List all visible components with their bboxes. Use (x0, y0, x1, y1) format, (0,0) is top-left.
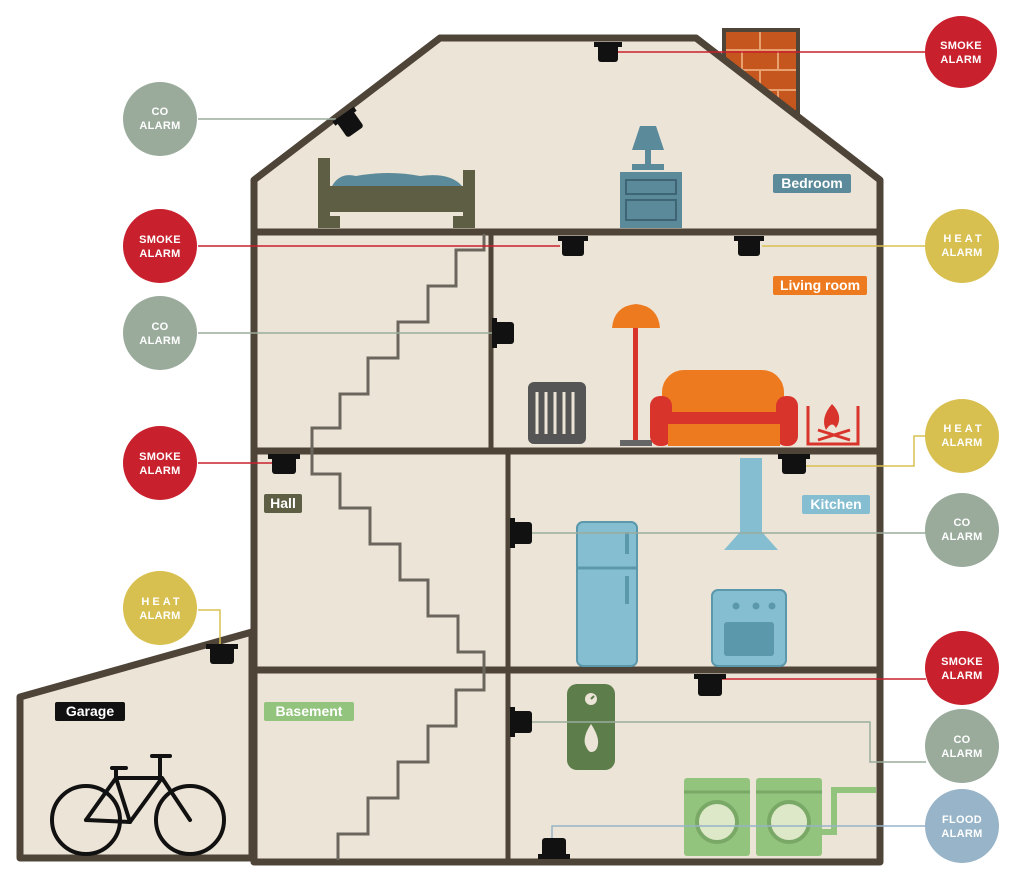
alarm-badge-smoke-left-1-circle (123, 209, 197, 283)
room-label-living-room: Living room (773, 276, 867, 295)
connector-lines (198, 51, 926, 838)
detector-smoke-roof (594, 42, 622, 62)
alarm-badge-smoke-right-4: SMOKE ALARM (925, 631, 999, 705)
alarm-badge-smoke-top-right-line1: SMOKE (940, 40, 982, 52)
room-label-basement-text: Basement (276, 703, 343, 719)
alarm-badge-co-left-2-line2: ALARM (139, 335, 180, 347)
oven (711, 589, 787, 667)
alarm-badge-heat-right-2-line2: ALARM (941, 437, 982, 449)
alarm-badge-co-right-3: CO ALARM (925, 493, 999, 567)
room-label-bedroom-text: Bedroom (781, 175, 842, 191)
range-hood (724, 458, 778, 550)
room-label-living-room-text: Living room (780, 277, 860, 293)
sofa (650, 370, 798, 446)
alarm-badge-smoke-left-3-circle (123, 426, 197, 500)
alarm-badge-co-left-2-line1: CO (151, 321, 168, 333)
alarm-badge-flood-right-6-circle (925, 789, 999, 863)
alarm-badge-heat-right-1: HEAT ALARM (925, 209, 999, 283)
alarm-badge-co-left-2: CO ALARM (123, 296, 197, 370)
alarm-badge-smoke-left-3: SMOKE ALARM (123, 426, 197, 500)
alarm-badge-co-right-5: CO ALARM (925, 709, 999, 783)
alarm-badge-co-right-3-circle (925, 493, 999, 567)
detector-co-living (492, 318, 514, 348)
room-label-bedroom: Bedroom (773, 174, 851, 193)
bed (318, 158, 475, 228)
alarm-badge-smoke-left-3-line2: ALARM (139, 465, 180, 477)
alarm-badge-flood-right-6-line2: ALARM (941, 828, 982, 840)
detector-co-attic (332, 106, 363, 137)
room-label-hall-bg (264, 494, 302, 513)
alarm-badge-heat-right-2: HEAT ALARM (925, 399, 999, 473)
room-label-basement: Basement (264, 702, 354, 721)
alarm-badge-heat-left-4: HEAT ALARM (123, 571, 197, 645)
room-label-garage: Garage (55, 702, 125, 721)
bicycle (50, 754, 226, 856)
room-label-living-room-bg (773, 276, 867, 295)
room-label-hall-text: Hall (270, 495, 296, 511)
alarm-badge-co-right-3-line1: CO (953, 517, 970, 529)
alarm-badge-co-right-3-line2: ALARM (941, 531, 982, 543)
alarm-badge-co-top-left: CO ALARM (123, 82, 197, 156)
garage-structure (16, 628, 256, 862)
alarm-badge-heat-left-4-line2: ALARM (139, 610, 180, 622)
alarm-badge-smoke-left-1: SMOKE ALARM (123, 209, 197, 283)
alarm-badge-co-right-5-line2: ALARM (941, 748, 982, 760)
boiler (567, 684, 615, 770)
alarm-badge-co-top-left-line2: ALARM (139, 120, 180, 132)
room-label-garage-text: Garage (66, 703, 114, 719)
alarm-badge-co-right-5-line1: CO (953, 734, 970, 746)
alarm-badge-co-right-5-circle (925, 709, 999, 783)
bedside-lamp (620, 126, 682, 228)
room-label-kitchen-bg (802, 495, 870, 514)
alarm-badge-heat-right-2-line1: HEAT (943, 423, 984, 435)
room-label-bedroom-bg (773, 174, 851, 193)
detector-co-kitchen (510, 518, 532, 548)
alarm-badge-co-top-left-circle (123, 82, 197, 156)
radiator (528, 382, 586, 444)
detector-heat-living (734, 236, 764, 256)
detector-heat-kitchen (778, 454, 810, 474)
detector-smoke-hall (268, 454, 300, 474)
detector-smoke-living (558, 236, 588, 256)
room-label-kitchen-text: Kitchen (810, 496, 861, 512)
room-label-hall: Hall (264, 494, 302, 513)
detector-co-basement (510, 707, 532, 737)
detector-flood-basement (538, 838, 570, 859)
alarm-badge-flood-right-6: FLOOD ALARM (925, 789, 999, 863)
alarm-badge-co-top-left-line1: CO (151, 106, 168, 118)
alarm-badge-smoke-left-3-line1: SMOKE (139, 451, 181, 463)
fridge (576, 521, 638, 667)
alarm-badge-heat-right-2-circle (925, 399, 999, 473)
alarm-badge-smoke-right-4-line1: SMOKE (941, 656, 983, 668)
room-label-kitchen: Kitchen (802, 495, 870, 514)
alarm-badge-smoke-right-4-circle (925, 631, 999, 705)
alarm-badge-smoke-right-4-line2: ALARM (941, 670, 982, 682)
alarm-badge-flood-right-6-line1: FLOOD (942, 814, 982, 826)
alarm-badge-smoke-top-right-circle (925, 16, 997, 88)
detector-heat-garage (206, 644, 238, 664)
alarm-badge-smoke-top-right-line2: ALARM (940, 54, 981, 66)
alarm-badge-heat-right-1-line1: HEAT (943, 233, 984, 245)
alarm-badge-smoke-left-1-line1: SMOKE (139, 234, 181, 246)
stairs (310, 234, 486, 860)
alarm-badge-smoke-top-right: SMOKE ALARM (925, 16, 997, 88)
alarm-badge-heat-right-1-circle (925, 209, 999, 283)
room-label-basement-bg (264, 702, 354, 721)
alarm-badge-co-left-2-circle (123, 296, 197, 370)
detector-smoke-basement (694, 674, 726, 696)
room-label-garage-bg (55, 702, 125, 721)
alarm-badge-heat-left-4-line1: HEAT (141, 596, 182, 608)
alarm-badges: SMOKE ALARM CO ALARM SMOKE ALARM HEAT AL… (123, 16, 999, 863)
alarm-badge-heat-left-4-circle (123, 571, 197, 645)
alarm-badge-smoke-left-1-line2: ALARM (139, 248, 180, 260)
floor-lamp (612, 304, 660, 446)
alarm-badge-heat-right-1-line2: ALARM (941, 247, 982, 259)
detectors (206, 42, 810, 859)
fireplace (806, 404, 860, 446)
washing-machines (684, 778, 876, 856)
